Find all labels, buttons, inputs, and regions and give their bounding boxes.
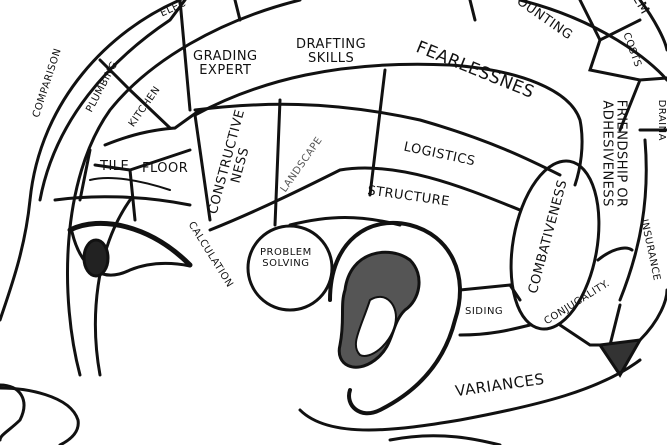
label-skills: SKILLS [307, 50, 355, 66]
label-drainage: DRAINA [655, 99, 667, 141]
label-siding: SIDING [465, 306, 504, 317]
label-solving: SOLVING [262, 257, 310, 269]
label-floor: FLOOR [142, 161, 189, 176]
label-adhesiveness: ADHESIVENESS [599, 100, 615, 207]
label-grading: GRADING [193, 49, 258, 64]
label-drafting: DRAFTING [296, 37, 367, 52]
label-friendship: FRIENDSHIP OR [613, 99, 629, 208]
label-tile: TILE [100, 159, 130, 174]
label-problem: PROBLEM [260, 247, 312, 258]
label-expert: EXPERT [199, 62, 252, 78]
